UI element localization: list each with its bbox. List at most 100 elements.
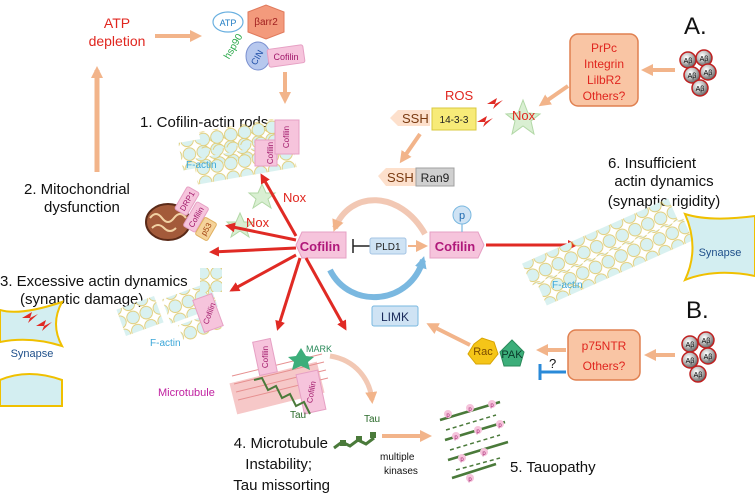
rigid-actin-bundle [522, 198, 693, 306]
abeta-a-1: Aβ [684, 58, 693, 65]
outcome-2-label-2: dysfunction [44, 199, 120, 216]
arrow-receptors-to-nox [538, 84, 570, 107]
panel-b-receptor-box [567, 329, 641, 381]
arrow-to-microtubule [275, 257, 302, 331]
tau-missorted [333, 432, 376, 450]
arrow-dephosphorylation [332, 197, 428, 236]
mark-label: MARK [306, 344, 332, 354]
pak-node [499, 339, 525, 367]
p1433-node [431, 107, 477, 131]
cofilin-active-label: Cofilin [300, 239, 340, 254]
ros-label: ROS [445, 88, 474, 103]
outcome-6-label-2: actin dynamics [614, 173, 713, 190]
abeta-b-3: Aβ [686, 358, 695, 365]
panel-a-receptor-box [569, 33, 639, 107]
ran9-label: Ran9 [421, 171, 450, 185]
factin-label-fragment: F-actin [150, 338, 181, 349]
synapse-left-body [0, 300, 65, 348]
actin-fragment-1 [116, 296, 164, 336]
arrow-phosphorylation [327, 256, 427, 301]
ros-bolt-2 [477, 116, 493, 127]
p1433-label: 14-3-3 [440, 115, 469, 126]
abeta-a-5: Aβ [696, 86, 705, 93]
outcome-2-label-1: 2. Mitochondrial [24, 181, 130, 198]
panel-a-receptor-1: Integrin [584, 57, 624, 71]
phospho-dot-9: p [468, 477, 472, 483]
atp-depletion-label-1: ATP [104, 15, 130, 31]
synapse-bolt-2 [36, 320, 52, 331]
actin-rod-3 [198, 118, 282, 152]
rigid-actin-1 [522, 198, 678, 286]
outcome-4-label-1: 4. Microtubule [234, 435, 328, 452]
outcome-3-label-1: 3. Excessive actin dynamics [0, 273, 188, 290]
rac-node [467, 337, 499, 365]
p53-tag [195, 217, 217, 241]
multiple-kinases-label-2: kinases [384, 466, 418, 477]
microtubule-label: Microtubule [158, 387, 215, 399]
outcome-3-label-2: (synaptic damage) [20, 291, 143, 308]
abeta-b-4: Aβ [704, 354, 713, 361]
phospho-dots: p p p p p p p p p [444, 400, 504, 483]
question-mark-b: ? [549, 356, 556, 371]
outcome-6-label-1: 6. Insufficient [608, 155, 697, 172]
abeta-b-1: Aβ [686, 342, 695, 349]
nox-star-panel-a [504, 98, 542, 136]
arrow-to-tau [304, 257, 347, 331]
cofilin-tag-mt-1 [252, 337, 278, 377]
outcome-4-label-3: Tau missorting [233, 477, 330, 494]
cofilin-tag-fragment [192, 292, 224, 334]
abeta-b-2: Aβ [702, 338, 711, 345]
actin-fragment-4 [200, 268, 222, 292]
phospho-dot-3: p [490, 403, 494, 409]
panel-b-receptor-0: p75NTR [582, 339, 627, 353]
phospho-p-label: p [459, 210, 465, 222]
fragmented-actin: Cofilin [116, 268, 224, 343]
phospho-dot-5: p [476, 429, 480, 435]
phospho-dot-2: p [468, 407, 472, 413]
pld1-label: PLD1 [375, 242, 400, 253]
panel-b-letter: B. [686, 297, 709, 324]
mitochondrion: DRP1 Cofilin p53 [145, 186, 217, 241]
panel-b-receptor-1: Others? [583, 359, 626, 373]
drp1-tag [174, 186, 200, 216]
phospho-dot-6: p [498, 423, 502, 429]
tau-strand-1 [253, 376, 311, 415]
phospho-dot-8: p [482, 451, 486, 457]
cofilin-actin-rods: Cofilin Cofilin [178, 118, 300, 185]
ros-bolt-1 [487, 98, 503, 109]
abeta-a-2: Aβ [700, 56, 709, 63]
cofilin-phospho-label: Cofilin [435, 239, 475, 254]
synapse-label-right: Synapse [699, 247, 742, 259]
multiple-kinases-label-1: multiple [380, 452, 415, 463]
synapse-left [0, 300, 65, 407]
barr2-label: βarr2 [254, 17, 278, 28]
rigid-actin-2 [537, 218, 693, 306]
limk-node [371, 305, 419, 327]
microtubule-stripes [231, 353, 329, 401]
hsp90-label: hsp90 [222, 32, 245, 61]
cofilin-active-node [295, 231, 347, 259]
arrow-pak-to-limk [426, 323, 471, 347]
panel-a-letter: A. [684, 13, 707, 40]
limk-label: LIMK [381, 310, 409, 324]
barr2-node [247, 4, 285, 40]
arrow-ssh-release [399, 132, 422, 164]
atp-node [212, 11, 244, 33]
ran9-node [415, 167, 455, 187]
ssh-label-2: SSH [387, 170, 414, 185]
nox-label-b: Nox [246, 215, 270, 230]
mark-node [288, 348, 314, 370]
phospho-dot-1: p [446, 413, 450, 419]
rac-label: Rac [473, 346, 493, 358]
cofilin-tag-rod-2 [274, 119, 300, 155]
abeta-a-4: Aβ [704, 70, 713, 77]
nox-panel-a-label: Nox [512, 108, 536, 123]
cofilin-complex-label: Cofilin [273, 52, 298, 62]
cofilin-mt-label-1: Cofilin [261, 346, 270, 368]
outcome-4-label-2: Instability; [245, 456, 312, 473]
synapse-right [683, 212, 755, 282]
ssh-node-2 [378, 168, 416, 186]
nox-label-a: Nox [283, 190, 307, 205]
cofilin-rod-label-2: Cofilin [282, 126, 291, 148]
arrow-to-synapse-damage [229, 253, 297, 292]
